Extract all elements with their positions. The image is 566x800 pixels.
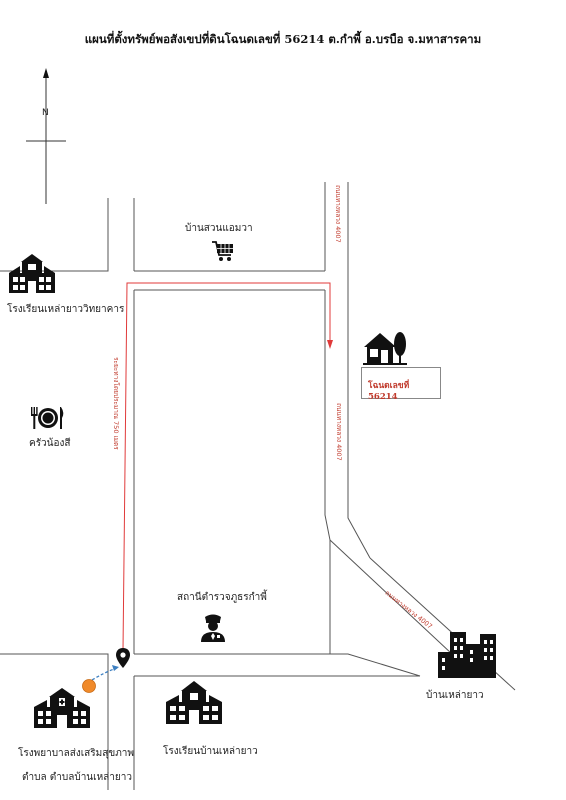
school-ban-icon bbox=[166, 681, 222, 724]
plot-label: โฉนดเลขที่ 56214 bbox=[368, 381, 410, 402]
hospital-icon bbox=[34, 688, 90, 728]
label-ban-suan-aemwa: บ้านสวนแอมวา bbox=[185, 223, 253, 234]
location-pin-icon[interactable] bbox=[116, 648, 130, 668]
label-village: บ้านเหล่ายาว bbox=[426, 690, 484, 701]
route-distance-label: ระยะทางโดยประมาณ 750 เมตร bbox=[112, 357, 120, 450]
road-label-middle: ถนนทางหลวง 4007 bbox=[335, 403, 343, 461]
compass bbox=[26, 68, 66, 204]
label-school-vitthayakhan: โรงเรียนเหล่ายาววิทยาคาร bbox=[7, 304, 125, 315]
house-tree-icon bbox=[363, 332, 407, 365]
label-hospital-line2: ตำบล ตำบลบ้านเหล่ายาว bbox=[22, 772, 132, 783]
plot-box[interactable]: โฉนดเลขที่ 56214 bbox=[361, 367, 441, 402]
label-hospital-line1: โรงพยาบาลส่งเสริมสุขภาพ bbox=[18, 748, 134, 759]
route-line bbox=[122, 282, 331, 651]
map-title: แผนที่ตั้งทรัพย์พอสังเขปที่ดินโฉนดเลขที่… bbox=[84, 32, 482, 46]
compass-north-label: N bbox=[42, 108, 49, 118]
police-icon bbox=[201, 614, 225, 642]
school-icon bbox=[9, 254, 55, 293]
blue-arrow bbox=[91, 665, 119, 681]
label-restaurant: ครัวน้องสี bbox=[29, 438, 71, 449]
buildings-icon bbox=[438, 632, 496, 678]
orange-dot bbox=[82, 679, 96, 693]
road-label-top: ถนนทางหลวง 4007 bbox=[334, 185, 342, 243]
label-police-station: สถานีตำรวจภูธรกำพี้ bbox=[177, 592, 267, 603]
restaurant-icon bbox=[31, 407, 64, 429]
label-school-ban: โรงเรียนบ้านเหล่ายาว bbox=[163, 746, 258, 757]
route-arrowhead bbox=[327, 340, 333, 349]
shopping-cart-icon bbox=[212, 241, 233, 261]
